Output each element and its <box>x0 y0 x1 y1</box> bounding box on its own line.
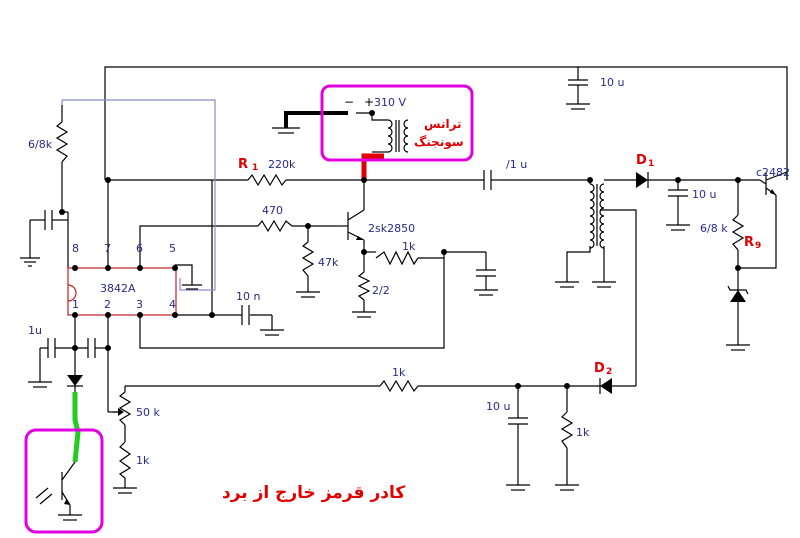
r1-sub-label: 1 <box>252 163 258 173</box>
transistor-c2482 <box>765 171 788 196</box>
c-1u-label: 1u <box>28 324 42 337</box>
resistor-6k8-left <box>55 121 69 163</box>
diodes <box>67 172 749 394</box>
diode-d1 <box>636 172 648 188</box>
optocoupler-highlight-box <box>24 428 104 534</box>
r-pot-low-label: 1k <box>136 454 150 467</box>
r9-sub-label: 9 <box>755 241 761 251</box>
mosfet-name-label: 2sk2850 <box>368 222 415 235</box>
pin-1-label: 1 <box>72 298 79 311</box>
pin-7-label: 7 <box>104 242 111 255</box>
c-coupling-label: /1 u <box>506 158 527 171</box>
resistor-2-2 <box>357 271 371 301</box>
transistor-c2482-label: c2482 <box>756 166 790 179</box>
c-top-label: 10 u <box>600 76 624 89</box>
resistor-470 <box>257 219 293 233</box>
c-fb-label: 10 u <box>486 400 510 413</box>
transformer-label-line2: سونجنگ <box>414 135 464 150</box>
d2-sub-label: 2 <box>606 367 612 377</box>
zener-diode <box>730 290 746 302</box>
resistor-6k8-right <box>731 214 745 251</box>
transformer-red-wire <box>361 153 384 180</box>
pin-2-label: 2 <box>104 298 111 311</box>
optocoupler-green-wire <box>72 392 81 463</box>
resistor-1k-pot-low <box>118 441 132 479</box>
pin-6-label: 6 <box>136 242 143 255</box>
r-2-2-label: 2/2 <box>372 284 390 297</box>
resistor-1k-right <box>560 411 574 449</box>
resistors <box>55 121 745 479</box>
supply-minus-label: − <box>344 95 354 109</box>
supply-plus-label: + <box>364 95 374 109</box>
resistor-1k-fb <box>379 379 419 393</box>
diode-opto <box>67 375 83 386</box>
ic-name-label: 3842A <box>100 282 136 295</box>
d2-name-label: D <box>594 361 605 376</box>
label-r-6k8-left: 6/8k <box>28 138 53 151</box>
pin-5-label: 5 <box>169 242 176 255</box>
wires <box>29 66 788 488</box>
pin-3-label: 3 <box>136 298 143 311</box>
pin-4-label: 4 <box>169 298 176 311</box>
transformer-label-line1: ترانس <box>424 117 462 131</box>
r1-value-label: 220k <box>268 158 296 171</box>
pin-8-label: 8 <box>72 242 79 255</box>
phototransistor <box>35 461 76 515</box>
note-text: کادر قرمز خارج از برد <box>222 483 405 503</box>
diode-d2 <box>600 378 612 394</box>
transformer-output <box>589 183 605 249</box>
r-6k8-right-label: 6/8 k <box>700 222 728 235</box>
r-47k-label: 47k <box>318 256 339 269</box>
d1-sub-label: 1 <box>648 159 654 169</box>
capacitors <box>44 79 688 425</box>
resistor-47k <box>301 241 315 277</box>
r-470-label: 470 <box>262 204 283 217</box>
supply-voltage-label: 310 V <box>374 96 406 109</box>
feedback-wire <box>61 99 216 291</box>
r1-name-label: R <box>238 157 248 172</box>
d1-name-label: D <box>636 153 647 168</box>
resistor-pot-50k <box>118 391 132 426</box>
transformer-hv <box>387 119 409 153</box>
r-pot-label: 50 k <box>136 406 160 419</box>
labels: 6/8k 8 7 6 5 1 2 3 4 3842A R 1 220k 470 … <box>28 76 790 503</box>
r-sense-label: 1k <box>402 240 416 253</box>
r-fb-label: 1k <box>392 366 406 379</box>
r-out-low-label: 1k <box>576 426 590 439</box>
ic-3842a <box>67 265 178 318</box>
c-d1-label: 10 u <box>692 188 716 201</box>
c-10n-label: 10 n <box>236 290 260 303</box>
mosfet-2sk2850 <box>335 209 365 241</box>
junctions <box>59 110 741 389</box>
supply-ground-wire <box>284 111 348 128</box>
resistor-r1 <box>247 173 287 187</box>
transformer-highlight-box <box>320 84 474 162</box>
ground-symbols <box>20 103 750 521</box>
r9-name-label: R <box>744 235 754 250</box>
resistor-1k-sense <box>375 250 419 266</box>
